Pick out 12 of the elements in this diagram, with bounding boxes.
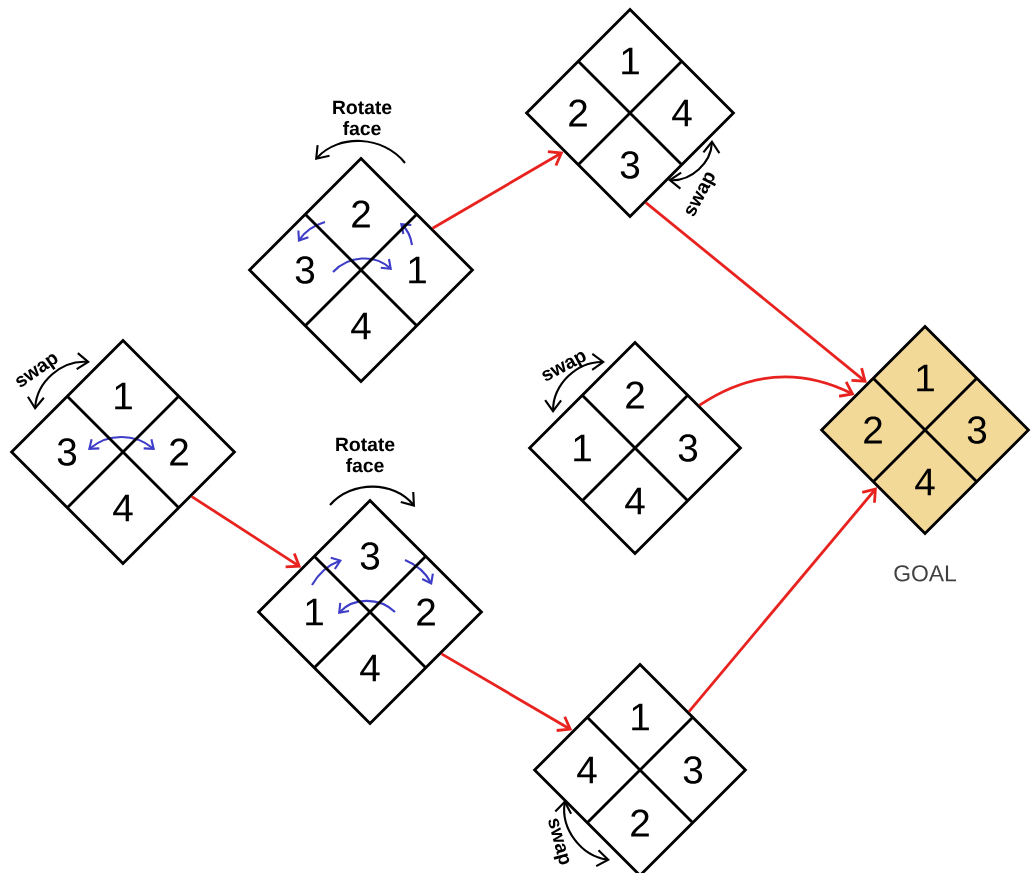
annotation: swap <box>548 818 570 865</box>
annotation: swap <box>542 352 586 381</box>
annotation: swap <box>686 172 717 217</box>
arrow <box>431 150 564 230</box>
arrow <box>440 652 573 732</box>
annotation: Rotate face <box>333 100 392 136</box>
arrow <box>698 375 855 407</box>
annotation: Rotate face <box>336 437 395 473</box>
arrow <box>644 201 867 383</box>
arrow <box>687 487 877 713</box>
node-label: GOAL <box>894 565 956 582</box>
arrow <box>191 495 302 569</box>
